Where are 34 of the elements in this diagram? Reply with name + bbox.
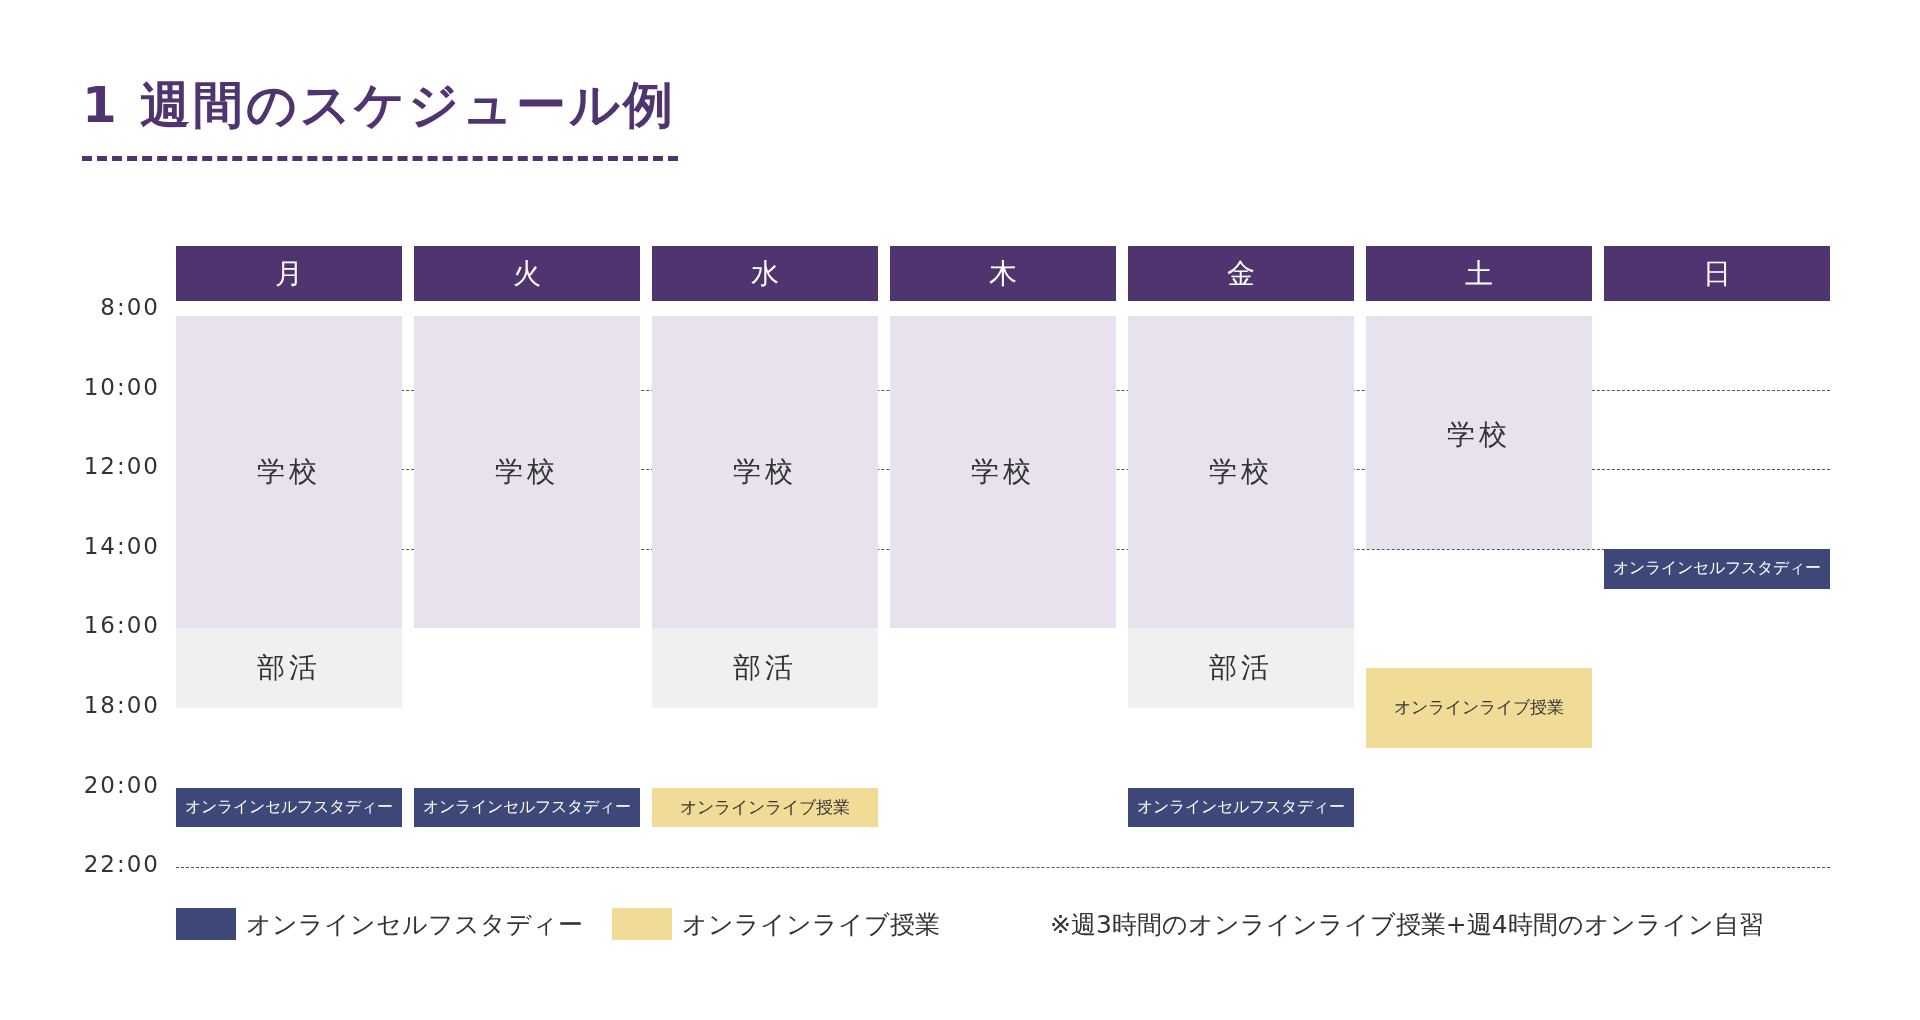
- day-header: 金: [1128, 246, 1354, 301]
- time-label: 10:00: [82, 373, 160, 400]
- time-label: 20:00: [82, 771, 160, 798]
- day-header: 水: [652, 246, 878, 301]
- schedule-block: 学校: [1128, 315, 1354, 629]
- time-label: 14:00: [82, 532, 160, 559]
- schedule-block: オンラインセルフスタディー: [1128, 787, 1354, 828]
- schedule-block: オンラインセルフスタディー: [414, 787, 640, 828]
- schedule-block: オンラインセルフスタディー: [176, 787, 402, 828]
- schedule-block: オンラインセルフスタディー: [1604, 548, 1830, 589]
- legend-label: オンラインセルフスタディー: [246, 909, 583, 941]
- day-header: 土: [1366, 246, 1592, 301]
- schedule-block: 学校: [652, 315, 878, 629]
- page-title: 1 週間のスケジュール例: [82, 75, 677, 136]
- note-text: ※週3時間のオンラインライブ授業+週4時間のオンライン自習: [1050, 909, 1764, 941]
- schedule-block: 学校: [176, 315, 402, 629]
- day-header: 日: [1604, 246, 1830, 301]
- schedule-block: 部活: [1128, 628, 1354, 708]
- legend-label: オンラインライブ授業: [682, 909, 940, 941]
- time-label: 12:00: [82, 453, 160, 480]
- time-label: 18:00: [82, 692, 160, 718]
- day-header: 火: [414, 246, 640, 301]
- schedule-block: オンラインライブ授業: [1366, 668, 1592, 748]
- day-header: 月: [176, 246, 402, 301]
- time-label: 8:00: [99, 294, 160, 320]
- schedule-block: オンラインライブ授業: [652, 787, 878, 828]
- time-label: 22:00: [82, 851, 160, 878]
- schedule-block: 部活: [652, 628, 878, 708]
- schedule-block: 部活: [176, 628, 402, 708]
- schedule-block: 学校: [414, 315, 640, 629]
- time-label: 16:00: [82, 612, 160, 639]
- day-header: 木: [890, 246, 1116, 301]
- schedule-block: 学校: [890, 315, 1116, 629]
- schedule-block: 学校: [1366, 315, 1592, 549]
